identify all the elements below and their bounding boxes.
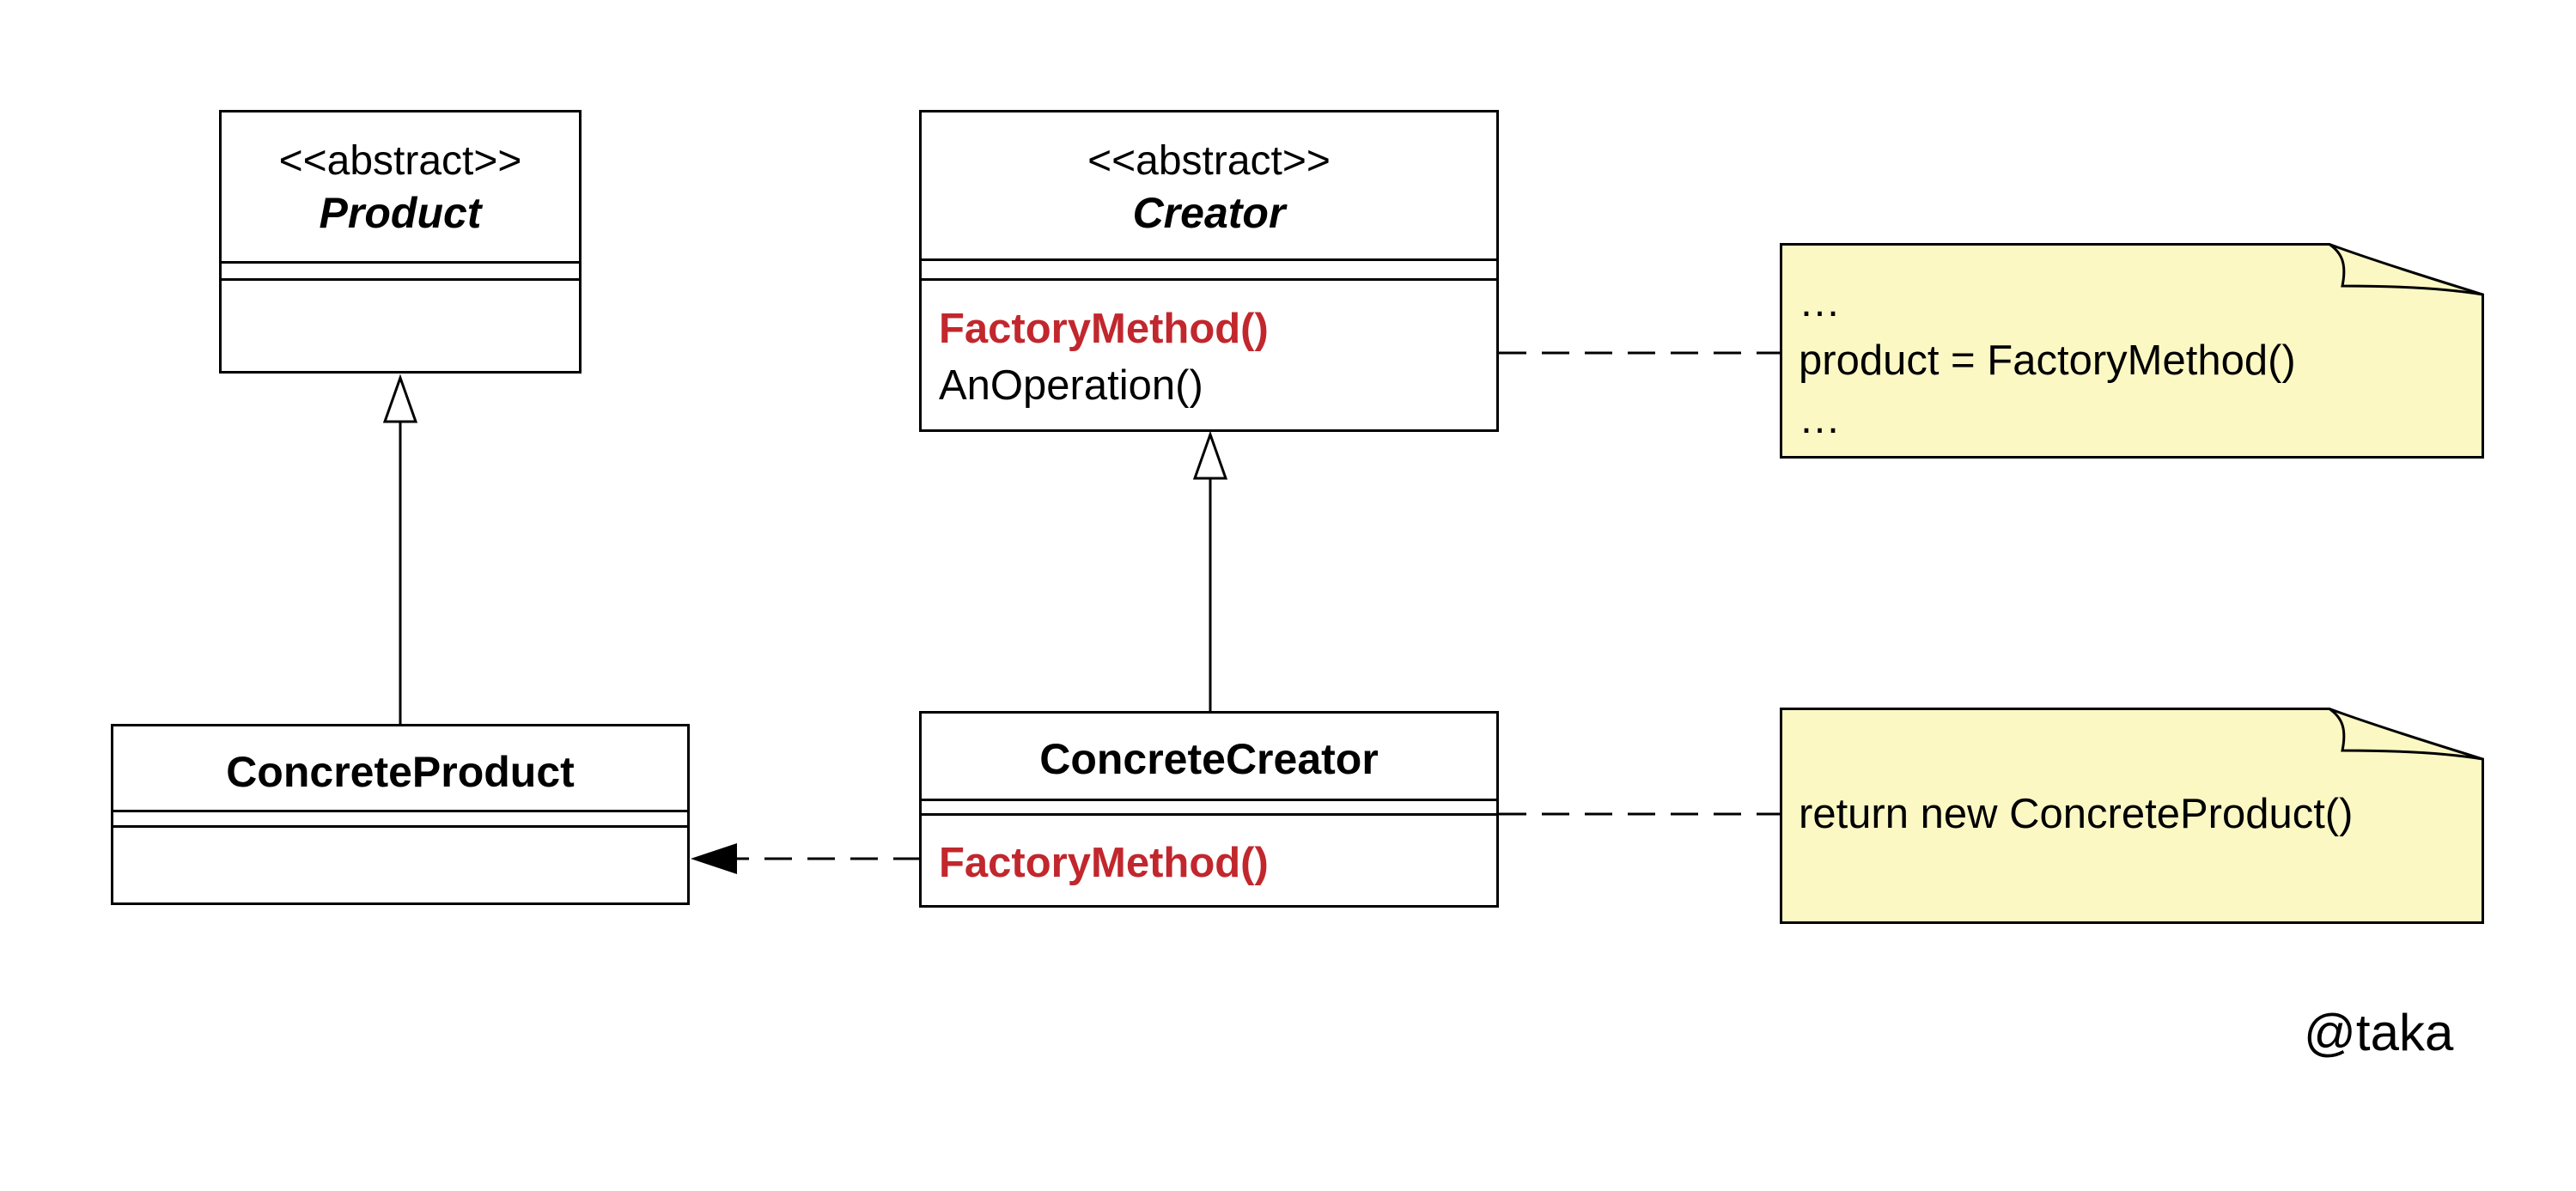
concretecreator-class-name: ConcreteCreator xyxy=(1039,735,1379,783)
product-class: <<abstract>> Product xyxy=(219,110,582,374)
note-line: product = FactoryMethod() xyxy=(1799,337,2296,384)
creator-class-header: <<abstract>> Creator xyxy=(922,137,1496,240)
attributes-divider xyxy=(222,261,579,264)
attributes-divider xyxy=(922,258,1496,261)
hollow-triangle-arrowhead xyxy=(1192,430,1228,480)
hollow-triangle-arrowhead xyxy=(382,374,418,423)
operations-divider xyxy=(113,825,687,828)
generalization-concreteproduct-to-product xyxy=(382,374,418,724)
concretecreator-note: return new ConcreteProduct() xyxy=(1780,708,2484,924)
creator-operations: FactoryMethod() AnOperation() xyxy=(939,301,1488,414)
note-line: … xyxy=(1799,396,1841,442)
creator-class-name: Creator xyxy=(1132,189,1286,237)
attributes-divider xyxy=(113,810,687,812)
concretecreator-note-lines: return new ConcreteProduct() xyxy=(1799,785,2467,843)
product-class-name: Product xyxy=(319,189,482,237)
concreteproduct-class-header: ConcreteProduct xyxy=(113,745,687,799)
concreteproduct-class-name: ConcreteProduct xyxy=(226,748,575,796)
concretecreator-class-header: ConcreteCreator xyxy=(922,732,1496,786)
filled-triangle-arrowhead xyxy=(691,843,737,874)
creator-note: … product = FactoryMethod() … xyxy=(1780,243,2484,459)
note-line: return new ConcreteProduct() xyxy=(1799,791,2354,837)
concreteproduct-class: ConcreteProduct xyxy=(111,724,690,905)
note-line: … xyxy=(1799,279,1841,325)
dependency-concretecreator-to-concreteproduct xyxy=(691,843,921,874)
product-class-header: <<abstract>> Product xyxy=(222,137,579,240)
generalization-concretecreator-to-creator xyxy=(1192,430,1228,711)
product-stereotype: <<abstract>> xyxy=(278,138,522,184)
operations-divider xyxy=(222,278,579,281)
creator-operation-factorymethod: FactoryMethod() xyxy=(939,306,1269,352)
attributes-divider xyxy=(922,799,1496,801)
operations-divider xyxy=(922,278,1496,281)
author-label: @taka xyxy=(2304,1004,2454,1061)
note-shape xyxy=(1780,243,2484,459)
creator-operation-anoperation: AnOperation() xyxy=(939,362,1203,409)
operations-divider xyxy=(922,813,1496,816)
concretecreator-operation-factorymethod: FactoryMethod() xyxy=(939,840,1269,886)
creator-stereotype: <<abstract>> xyxy=(1087,138,1331,184)
concretecreator-class: ConcreteCreator FactoryMethod() xyxy=(919,711,1499,908)
note-shape xyxy=(1780,708,2484,924)
creator-class: <<abstract>> Creator FactoryMethod() AnO… xyxy=(919,110,1499,432)
concretecreator-operations: FactoryMethod() xyxy=(939,835,1488,891)
creator-note-lines: … product = FactoryMethod() … xyxy=(1799,273,2467,448)
